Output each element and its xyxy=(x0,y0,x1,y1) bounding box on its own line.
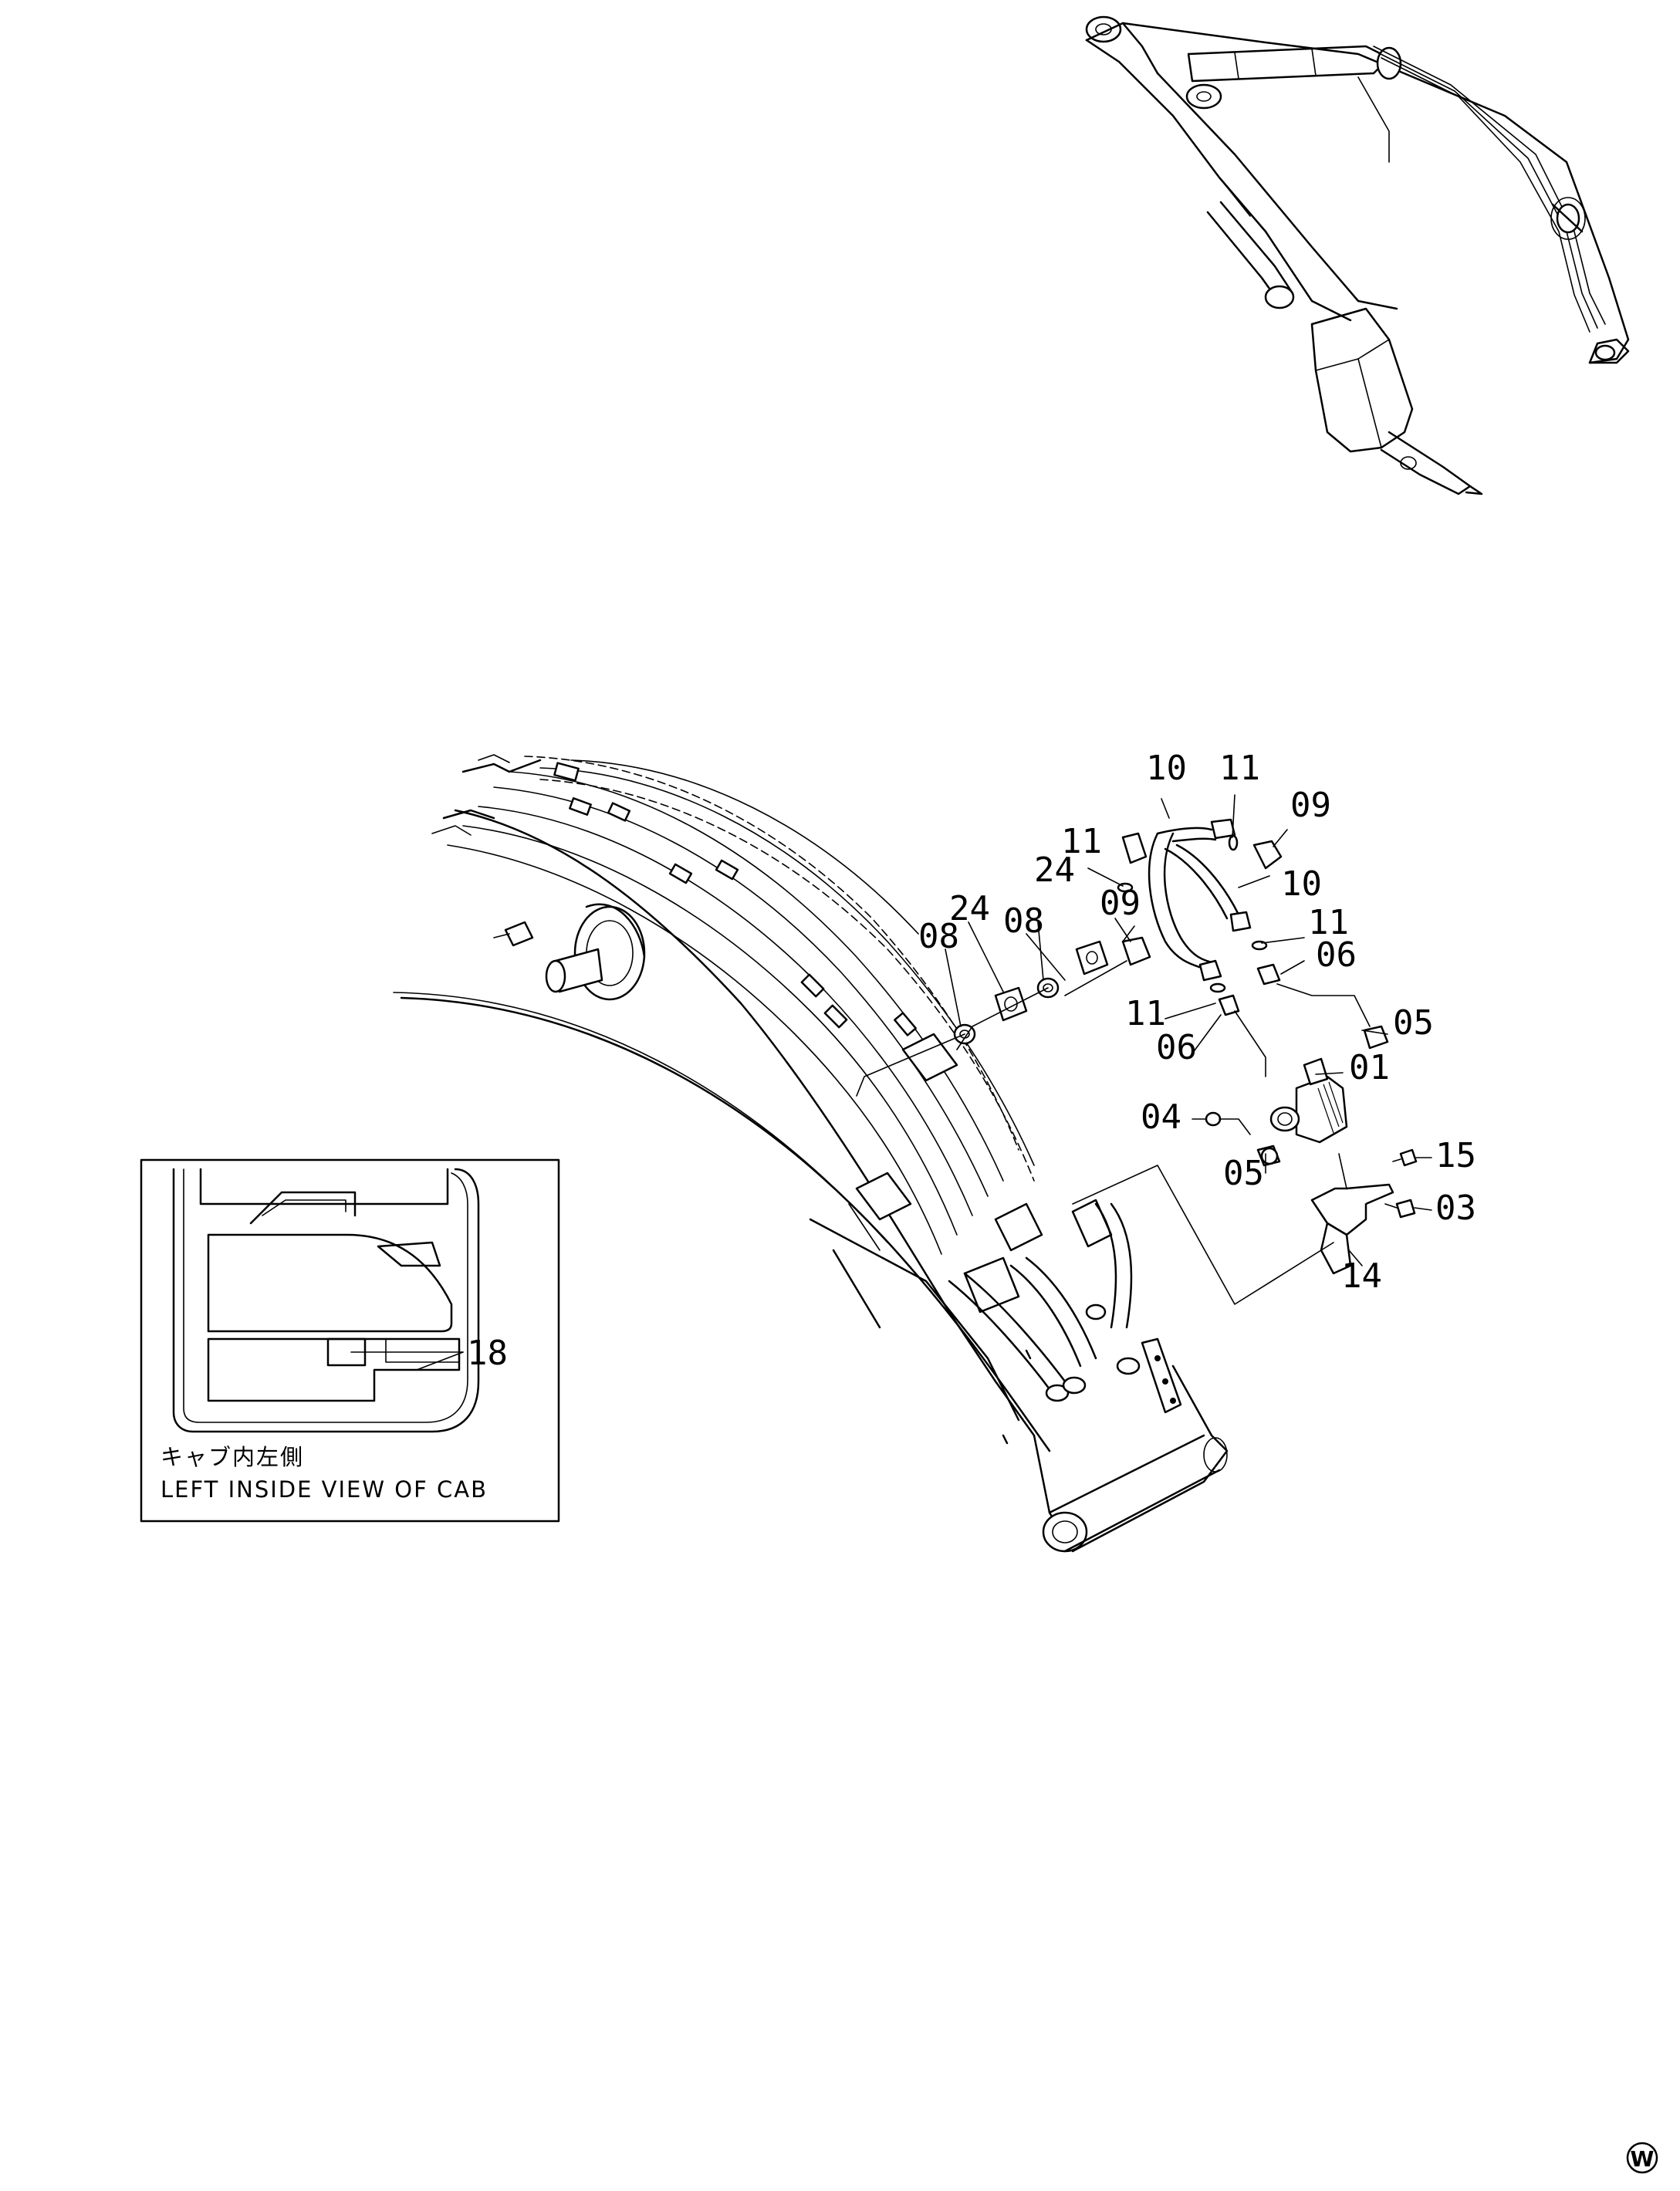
overview-boom-illustration xyxy=(1085,15,1630,495)
callout-06-lower: 06 xyxy=(1156,1028,1197,1067)
exploded-parts xyxy=(856,818,1418,1305)
callout-03: 03 xyxy=(1435,1188,1476,1228)
inset-label-jp: キャブ内左側 xyxy=(161,1444,304,1470)
callout-11-top: 11 xyxy=(1219,749,1260,788)
callout-04: 04 xyxy=(1141,1097,1181,1137)
corner-mark-letter: W xyxy=(1631,2146,1655,2172)
corner-mark: W xyxy=(1626,2142,1658,2174)
callout-24-right: 24 xyxy=(1034,850,1075,890)
callout-01: 01 xyxy=(1349,1048,1390,1087)
callout-09-mid: 09 xyxy=(1100,884,1141,923)
callout-24-left: 24 xyxy=(949,889,990,928)
callout-10-top: 10 xyxy=(1146,749,1187,788)
callout-11-mid: 11 xyxy=(1061,822,1102,861)
callout-06-right: 06 xyxy=(1316,935,1357,975)
callout-08-left: 08 xyxy=(918,917,959,956)
main-boom-drawing xyxy=(393,754,1229,1553)
callout-15: 15 xyxy=(1435,1136,1476,1175)
callout-labels: 10 11 09 11 10 24 24 09 08 08 11 06 11 0… xyxy=(467,749,1476,1373)
callout-11-right: 11 xyxy=(1308,903,1349,942)
callout-05-lower: 05 xyxy=(1223,1154,1264,1193)
inset-frame xyxy=(140,1158,560,1523)
cab-inset: キャブ内左側 LEFT INSIDE VIEW OF CAB xyxy=(140,1158,560,1523)
callout-18: 18 xyxy=(467,1334,508,1373)
callout-14: 14 xyxy=(1341,1256,1382,1296)
callout-05-right: 05 xyxy=(1393,1003,1434,1043)
callout-10-right: 10 xyxy=(1281,864,1322,904)
callout-08-right: 08 xyxy=(1003,901,1044,941)
callout-11-lower: 11 xyxy=(1125,994,1166,1033)
callout-leaders xyxy=(945,794,1432,1266)
corner-mark-circle xyxy=(1626,2142,1658,2174)
inset-label-en: LEFT INSIDE VIEW OF CAB xyxy=(161,1476,488,1503)
callout-09-top: 09 xyxy=(1290,786,1331,825)
